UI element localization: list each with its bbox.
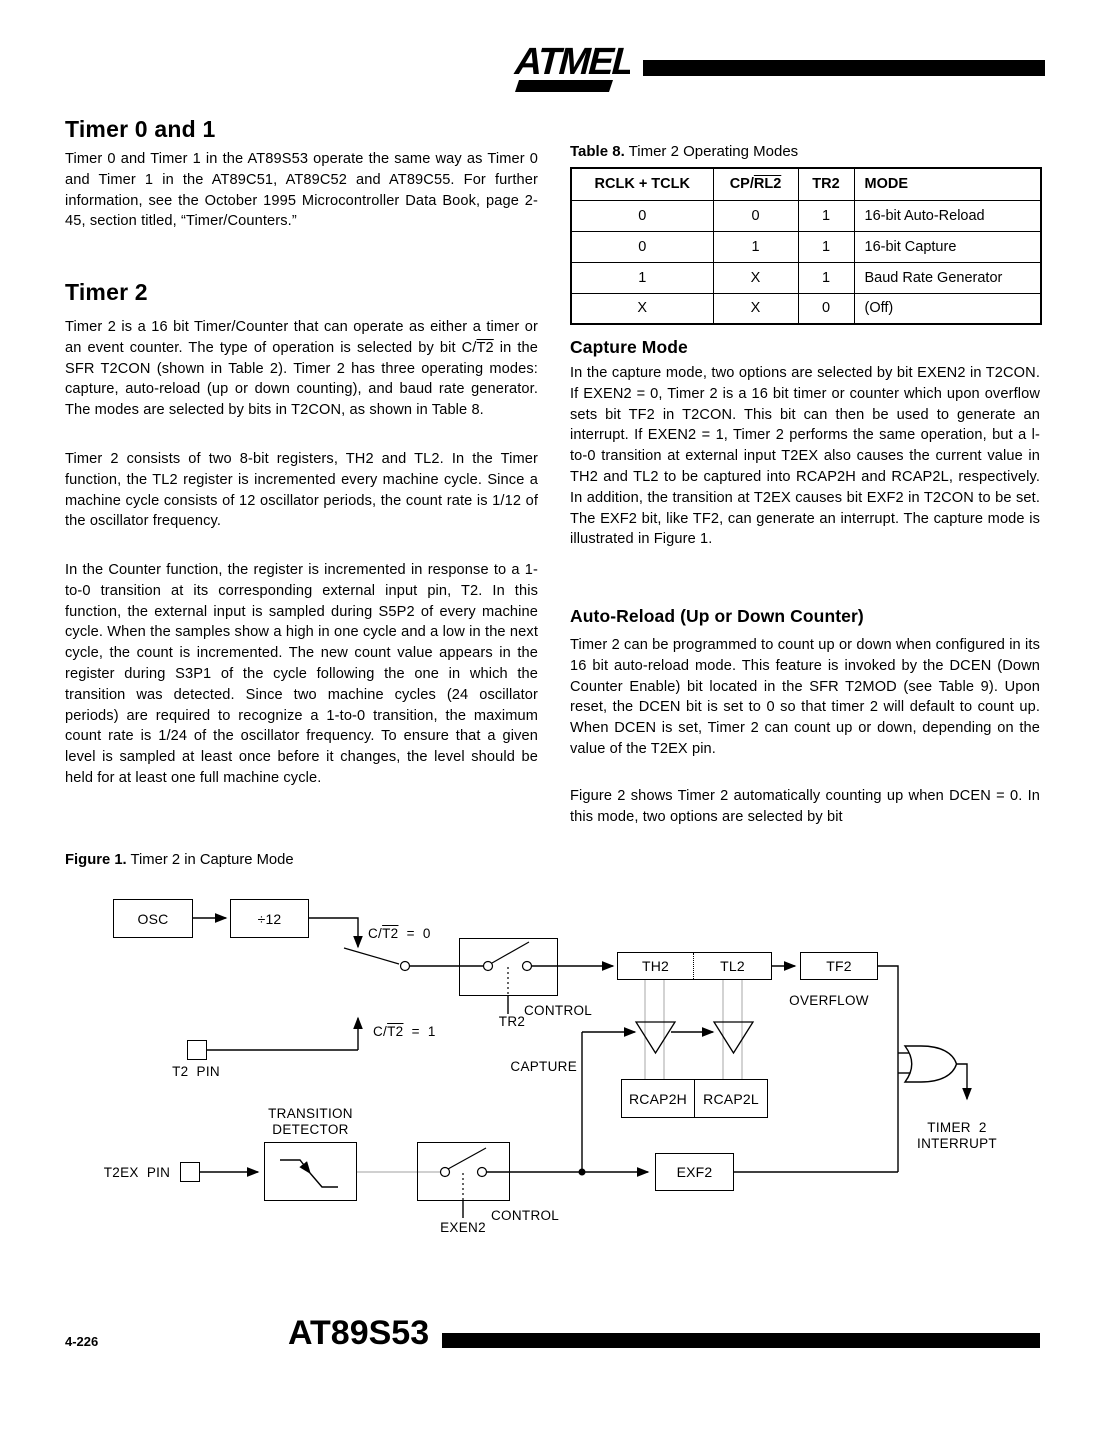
rcap2l-label: RCAP2L [703,1090,759,1107]
figure1-caption-number: Figure 1. [65,852,127,868]
table-row: 0 1 1 16-bit Capture [570,230,1042,263]
capture-mode-paragraph: In the capture mode, two options are sel… [570,365,1040,548]
cell: 1 [712,230,799,263]
divide-by-12-label: ÷12 [257,910,282,927]
table8-header-cprl2: CP/RL2 [712,167,799,201]
figure1-diagram: OSC ÷12 TH2 TL2 TF2 RCAP2H RCAP2L EXF2 C… [65,885,1055,1263]
auto-reload-paragraph-1: Timer 2 can be programmed to count up or… [570,637,1040,757]
tr2-label: TR2 [498,1014,526,1029]
tl2-label: TL2 [720,958,745,974]
tr2-control-switch-box [459,938,558,996]
exf2-box: EXF2 [655,1153,734,1191]
cell: 0 [570,199,714,232]
cell: 1 [570,261,714,294]
rcap2h-cell: RCAP2H [622,1080,695,1117]
table8-header-row: RCLK + TCLK CP/RL2 TR2 MODE [570,167,1042,201]
table8-caption-number: Table 8. [570,143,625,160]
t2-pin-label: T2 PIN [172,1064,220,1079]
exen2-label: EXEN2 [440,1220,486,1235]
timer01-paragraph: Timer 0 and Timer 1 in the AT89S53 opera… [65,151,538,230]
control-label-top: CONTROL [524,1003,593,1018]
atmel-logo-bar [515,80,613,92]
table-row: 0 0 1 16-bit Auto-Reload [570,199,1042,232]
atmel-logo-text: ATMEL [510,41,630,83]
part-number: AT89S53 [288,1314,430,1352]
cell: X [712,261,799,294]
cell: 1 [797,199,855,232]
th2-tl2-register-box: TH2 TL2 [617,952,772,980]
capture-label: CAPTURE [510,1059,577,1074]
cell: 0 [797,292,855,325]
timer2-paragraph-3: In the Counter function, the register is… [65,562,538,786]
rcap-register-box: RCAP2H RCAP2L [621,1079,768,1118]
timer2-paragraph-2: Timer 2 consists of two 8-bit registers,… [65,451,538,530]
table-row: 1 X 1 Baud Rate Generator [570,261,1042,294]
table8-header-mode: MODE [853,167,1042,201]
section-title-timer2: Timer 2 [65,279,148,305]
table8-header-rclk-tclk: RCLK + TCLK [570,167,714,201]
footer-rule [442,1333,1040,1348]
atmel-logo: ATMEL [510,41,630,92]
auto-reload-paragraph-2: Figure 2 shows Timer 2 automatically cou… [570,788,1040,825]
exf2-label: EXF2 [676,1164,713,1180]
figure1-caption-text: Timer 2 in Capture Mode [126,852,294,868]
timer2-p1-post: in the SFR T2CON (shown in Table 2). Tim… [65,339,538,419]
table8-caption: Table 8. Timer 2 Operating Modes [570,143,798,160]
tl2-cell: TL2 [694,953,771,979]
ct2-equals-1-label: C/T2 = 1 [373,1024,436,1039]
ct2-equals-0-label: C/T2 = 0 [368,926,431,941]
cell: Baud Rate Generator [853,261,1042,294]
timer2-p1-overline: T2 [476,339,494,356]
cell: X [712,292,799,325]
cell: 16-bit Auto-Reload [853,199,1042,232]
t2ex-pin-label: T2EX PIN [103,1165,171,1180]
table8-operating-modes: RCLK + TCLK CP/RL2 TR2 MODE 0 0 1 16-bit… [570,167,1042,325]
cell: 16-bit Capture [853,230,1042,263]
cell: 1 [797,230,855,263]
osc-box: OSC [113,899,193,938]
cell: 0 [712,199,799,232]
th2-label: TH2 [641,958,670,974]
page-number: 4-226 [65,1334,99,1349]
table8-header-tr2: TR2 [797,167,855,201]
t2-pin-pad [187,1040,207,1060]
tf2-label: TF2 [826,958,852,974]
cell: 0 [570,230,714,263]
wiring-lines [193,913,972,1218]
table-row: X X 0 (Off) [570,292,1042,325]
capture-latch-icon-low [712,1021,755,1055]
control-label-bottom: CONTROL [491,1208,560,1223]
exen2-control-switch-box [417,1142,510,1201]
section-title-timer01: Timer 0 and 1 [65,116,216,142]
transition-detector-box [264,1142,357,1201]
switch-contact-icons [399,960,533,1178]
capture-latch-icon-high [634,1021,677,1055]
overflow-label: OVERFLOW [789,993,869,1008]
section-title-auto-reload: Auto-Reload (Up or Down Counter) [570,606,864,626]
rcap2l-cell: RCAP2L [695,1080,767,1117]
junction-dot [578,1168,586,1176]
divide-by-12-box: ÷12 [230,899,309,938]
capture-bus-lines [357,980,743,1173]
timer2-p1-pre: Timer 2 is a 16 bit Timer/Counter that c… [65,319,538,356]
cell: 1 [797,261,855,294]
figure1-caption: Figure 1. Timer 2 in Capture Mode [65,852,294,868]
cell: X [570,292,714,325]
cell: (Off) [853,292,1042,325]
osc-label: OSC [137,910,169,927]
th2-cell: TH2 [618,953,694,979]
section-title-capture-mode: Capture Mode [570,337,688,357]
header-rule [643,60,1045,76]
figure1-wiring [193,913,972,1218]
falling-edge-icon [280,1159,311,1175]
or-gate-icon [903,1045,958,1083]
t2ex-pin-pad [180,1162,200,1182]
tf2-box: TF2 [800,952,878,980]
table8-caption-text: Timer 2 Operating Modes [624,143,799,160]
timer2-paragraph-1: Timer 2 is a 16 bit Timer/Counter that c… [65,317,538,421]
rcap2h-label: RCAP2H [629,1090,687,1107]
